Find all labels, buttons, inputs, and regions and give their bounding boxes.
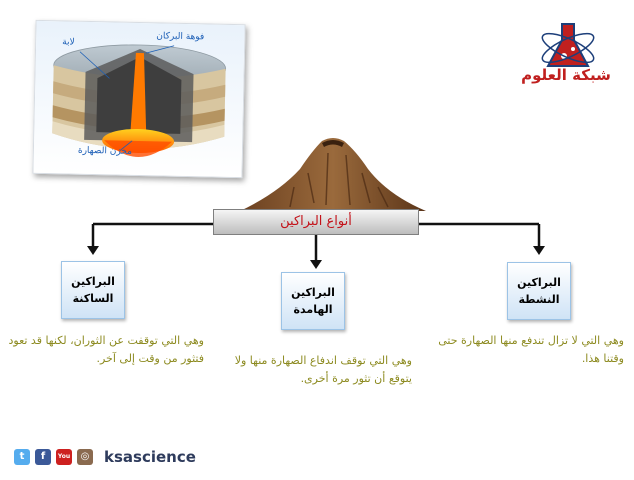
facebook-icon[interactable]: f	[35, 449, 51, 465]
arrow-head-right	[533, 246, 545, 255]
arrow-head-left	[87, 246, 99, 255]
dormant-volcanoes-box: البراكين الساكنة	[61, 261, 125, 319]
logo-text: شبكة العلوم	[521, 66, 611, 84]
twitter-icon[interactable]: t	[14, 449, 30, 465]
arrow-head-center	[310, 260, 322, 269]
active-volcanoes-description: وهي التي لا تزال تندفع منها الصهارة حتى …	[438, 334, 624, 365]
extinct-volcanoes-description: وهي التي توقف اندفاع الصهارة منها ولا يت…	[234, 354, 412, 385]
volcano-cone-icon	[240, 138, 426, 211]
volcano-cross-section-illustration: فوهة البركان لابة مخزن الصهارة	[32, 19, 246, 179]
instagram-icon[interactable]: ◎	[77, 449, 93, 465]
dormant-volcanoes-description: وهي التي توقفت عن الثوران، لكنها قد تعود…	[8, 334, 204, 365]
active-volcanoes-box: البراكين النشطة	[507, 262, 571, 320]
diagram-title: أنواع البراكين	[213, 209, 419, 235]
brand-name[interactable]: ksascience	[104, 448, 196, 466]
youtube-icon[interactable]: You	[56, 449, 72, 465]
extinct-volcanoes-box: البراكين الهامدة	[281, 272, 345, 330]
flask-logo-icon	[541, 23, 595, 67]
